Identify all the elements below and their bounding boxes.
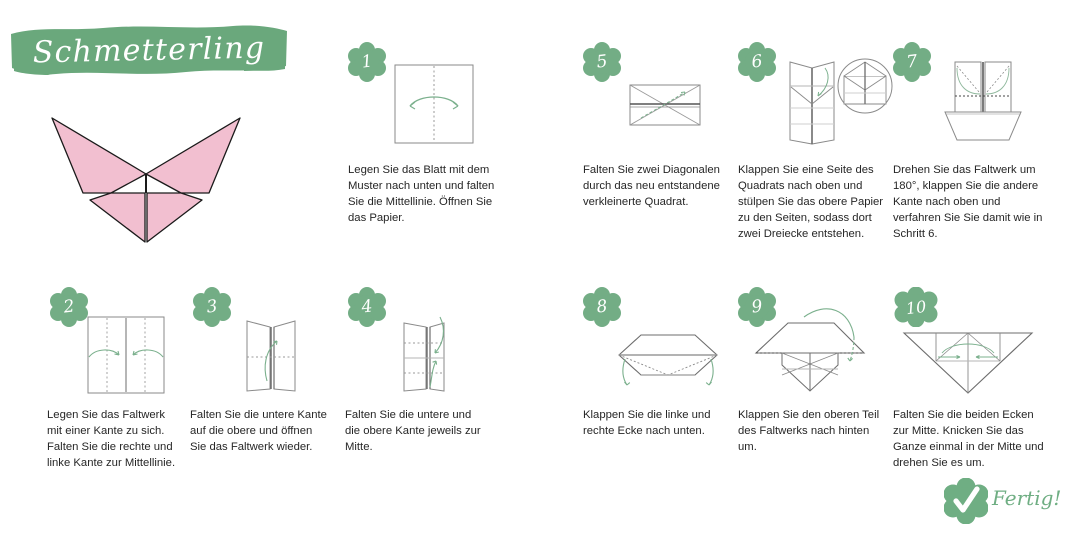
scalloped-badge-shape [348, 287, 386, 327]
step-number-label: 10 [904, 296, 928, 318]
step-10-text: Falten Sie die beiden Ecken zur Mitte. K… [893, 409, 1044, 470]
scalloped-badge-shape [50, 287, 88, 327]
origami-diagram [403, 316, 445, 392]
step-badge-1: 1 [348, 42, 386, 82]
finished-butterfly-model [46, 108, 246, 248]
scalloped-badge-shape [894, 286, 938, 328]
step-1-text: Legen Sie das Blatt mit dem Muster nach … [348, 164, 495, 225]
step-badge-3: 3 [193, 287, 231, 327]
step-number-label: 2 [62, 296, 76, 318]
page-title: Schmetterling [32, 30, 266, 70]
step-number-label: 3 [205, 296, 219, 318]
origami-diagram [902, 332, 1034, 394]
step-9-text: Klappen Sie den oberen Teil des Faltwerk… [738, 409, 880, 454]
title-banner: Schmetterling [8, 22, 290, 78]
step-figure-7-rotate-180 [933, 52, 1043, 152]
step-5-text: Falten Sie zwei Diagonalen durch das neu… [583, 164, 720, 209]
step-4-text: Falten Sie die untere und die obere Kant… [345, 409, 481, 454]
step-figure-8-corners-down [603, 323, 733, 398]
butterfly-illustration [51, 117, 241, 243]
origami-diagram [754, 308, 866, 392]
origami-diagram [394, 64, 474, 144]
step-number-label: 5 [595, 51, 609, 73]
origami-diagram [87, 316, 165, 394]
banner-brush-shape [11, 25, 287, 75]
step-figure-10-corners-to-middle [898, 327, 1038, 402]
step-badge-8: 8 [583, 287, 621, 327]
finished-label: Fertig! [992, 486, 1062, 510]
check-badge [943, 477, 989, 525]
step-6-text: Klappen Sie eine Seite des Quadrats nach… [738, 164, 884, 241]
scalloped-badge-shape [738, 287, 776, 327]
step-8-text: Klappen Sie die linke und rechte Ecke na… [583, 409, 711, 438]
scalloped-badge-shape [738, 42, 776, 82]
step-3-text: Falten Sie die untere Kante auf die ober… [190, 409, 327, 454]
step-badge-10: 10 [893, 286, 939, 328]
origami-diagram [789, 58, 893, 145]
finished-badge: Fertig! [943, 477, 1064, 526]
step-figure-5-two-diagonals [627, 80, 703, 135]
scalloped-badge-shape [583, 287, 621, 327]
step-figure-2-edges-to-center [86, 315, 166, 400]
step-number-label: 4 [360, 296, 374, 318]
step-badge-6: 6 [738, 42, 776, 82]
step-badge-4: 4 [348, 287, 386, 327]
step-2-text: Legen Sie das Faltwerk mit einer Kante z… [47, 409, 176, 470]
scalloped-badge-shape [193, 287, 231, 327]
step-figure-4-both-edges-to-middle [388, 311, 468, 401]
step-number-label: 7 [905, 51, 919, 73]
scalloped-badge-shape [348, 42, 386, 82]
scalloped-badge-shape [893, 42, 931, 82]
step-badge-5: 5 [583, 42, 621, 82]
step-number-label: 1 [360, 51, 374, 73]
step-figure-3-bottom-to-top [233, 311, 313, 401]
step-figure-9-fold-top-behind [746, 303, 876, 403]
origami-diagram [944, 61, 1022, 141]
origami-diagram [618, 334, 718, 386]
step-badge-2: 2 [50, 287, 88, 327]
step-badge-7: 7 [893, 42, 931, 82]
step-figure-1-square-center-fold [394, 64, 474, 149]
origami-diagram [246, 320, 296, 392]
step-figure-6-fold-side-up-with-detail-circle [768, 48, 893, 158]
step-7-text: Drehen Sie das Faltwerk um 180°, klappen… [893, 164, 1043, 241]
scalloped-badge-shape [583, 42, 621, 82]
step-badge-9: 9 [738, 287, 776, 327]
check-mark-icon [943, 477, 989, 525]
origami-diagram [629, 84, 701, 126]
